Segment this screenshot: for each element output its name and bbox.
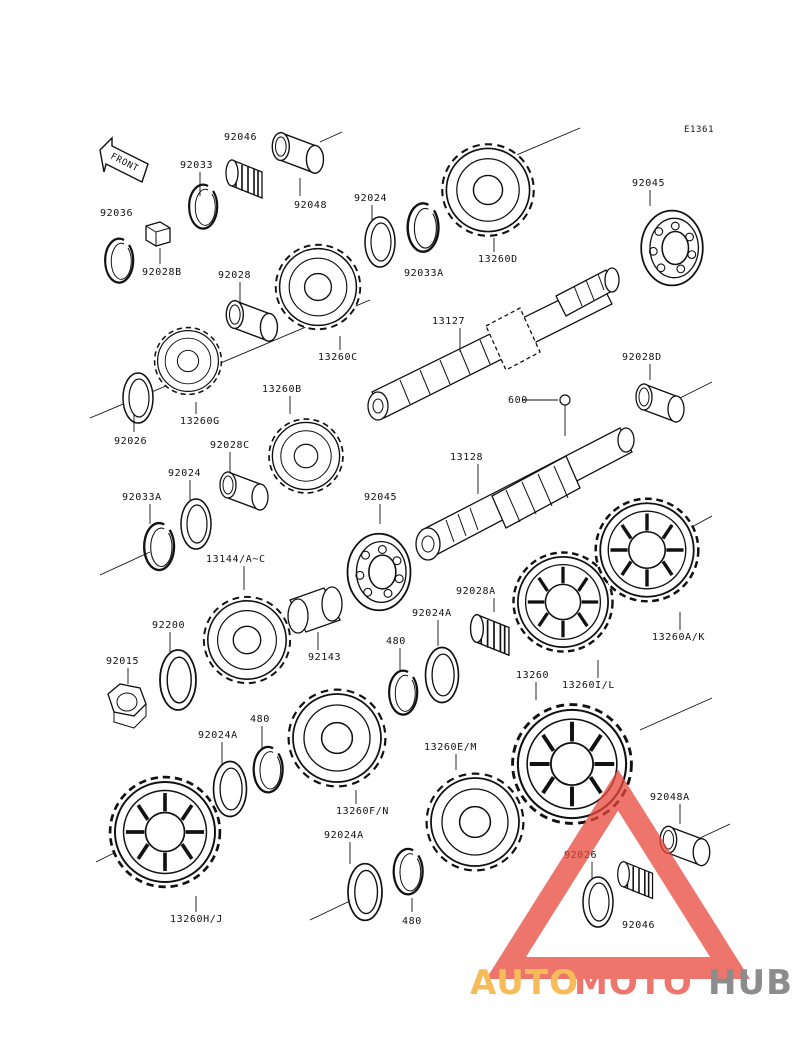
part-label: 13260 [516, 670, 549, 681]
sprocket-13144 [202, 595, 292, 685]
part-label: 13260H/J [170, 914, 223, 925]
part-label: 13128 [450, 452, 483, 463]
part-label: 92024A [412, 608, 452, 619]
part-label: 92015 [106, 656, 139, 667]
part-label: 92046 [224, 132, 257, 143]
washer-92024a-bottom [347, 862, 383, 922]
part-label: 13260C [318, 352, 358, 363]
part-label: 480 [402, 916, 422, 927]
washer-92026 [122, 372, 154, 424]
circlip-92033a-mid [142, 521, 176, 572]
front-arrow-icon: FRONT [99, 136, 149, 183]
washer-92024 [364, 216, 396, 268]
part-label: 92028B [142, 267, 182, 278]
part-label: 13260D [478, 254, 518, 265]
bushing-92028c [219, 471, 269, 511]
part-label: 92033A [122, 492, 162, 503]
watermark-logo: AUTO MOTO HUB [470, 769, 793, 1003]
watermark-part3: HUB [708, 963, 793, 1003]
part-label: 13260I/L [562, 680, 615, 691]
washer-92024-mid [180, 498, 212, 550]
gear-13260a-k [593, 496, 701, 604]
part-label: 13260F/N [336, 806, 389, 817]
gear-13260c [274, 243, 362, 331]
part-label: 13260B [262, 384, 302, 395]
axis-line [639, 697, 713, 731]
part-label: 92028D [622, 352, 662, 363]
collar-92028b [145, 221, 171, 247]
circlip-480-bottom [392, 847, 424, 896]
ball-bearing-92045 [640, 209, 704, 287]
part-label: 480 [386, 636, 406, 647]
part-label: 92045 [364, 492, 397, 503]
part-label: 92048A [650, 792, 690, 803]
washer-92024a-left [212, 760, 248, 818]
part-label: 92036 [100, 208, 133, 219]
gear-13260d [441, 143, 535, 237]
needle-bearing-92046-bottom [616, 860, 654, 900]
ball-bearing-92045-mid [346, 532, 412, 612]
part-label: 480 [250, 714, 270, 725]
gear-13260h-j [110, 777, 220, 887]
part-label: 92028A [456, 586, 496, 597]
diagram-code: E1361 [684, 125, 714, 135]
part-label: 92024 [354, 193, 387, 204]
circlip-92033 [188, 183, 219, 230]
part-label: 92024A [198, 730, 238, 741]
part-label: 13144/A~C [206, 554, 266, 565]
needle-bearing-92046 [225, 159, 263, 199]
axis-line [319, 131, 343, 143]
axis-line [309, 899, 353, 921]
washer-92026-right [582, 876, 614, 928]
grease-point-icon [559, 394, 571, 406]
part-label: 13260E/M [424, 742, 477, 753]
circlip-92036 [104, 237, 135, 284]
part-label: 600 [508, 395, 528, 406]
part-label: 13127 [432, 316, 465, 327]
gear-13260e-m [425, 772, 525, 872]
bushing-92028d [635, 383, 685, 423]
gear-13260b [268, 418, 344, 494]
part-label: 92048 [294, 200, 327, 211]
part-label: 92200 [152, 620, 185, 631]
circlip-480-left [252, 745, 284, 794]
part-label: 92046 [622, 920, 655, 931]
washer-92200 [159, 649, 197, 711]
bushing-92048 [271, 131, 325, 174]
collar-92143 [287, 586, 343, 634]
washer-92024a-mid [424, 646, 460, 704]
part-label: 92028C [210, 440, 250, 451]
part-label: 92024 [168, 468, 201, 479]
nut-92015 [107, 683, 147, 729]
gear-13260g [153, 326, 223, 396]
needle-bearing-92028a [469, 613, 510, 657]
watermark-part2: MOTO [574, 963, 693, 1003]
axis-line [699, 823, 731, 839]
watermark-part1: AUTO [470, 963, 579, 1003]
part-label: 13260A/K [652, 632, 705, 643]
part-label: 13260G [180, 416, 220, 427]
part-label: 92045 [632, 178, 665, 189]
drive-shaft-13128 [415, 427, 635, 561]
axis-line [99, 551, 151, 576]
circlip-92033a [406, 202, 440, 253]
part-label: 92033 [180, 160, 213, 171]
bushing-92028 [225, 299, 279, 342]
part-label: 92026 [114, 436, 147, 447]
circlip-480-mid [388, 669, 419, 716]
main-shaft-13127 [367, 267, 620, 421]
part-label: 92024A [324, 830, 364, 841]
part-label: 92143 [308, 652, 341, 663]
part-label: 92028 [218, 270, 251, 281]
gear-13260f-n [287, 688, 387, 788]
part-label: 92033A [404, 268, 444, 279]
